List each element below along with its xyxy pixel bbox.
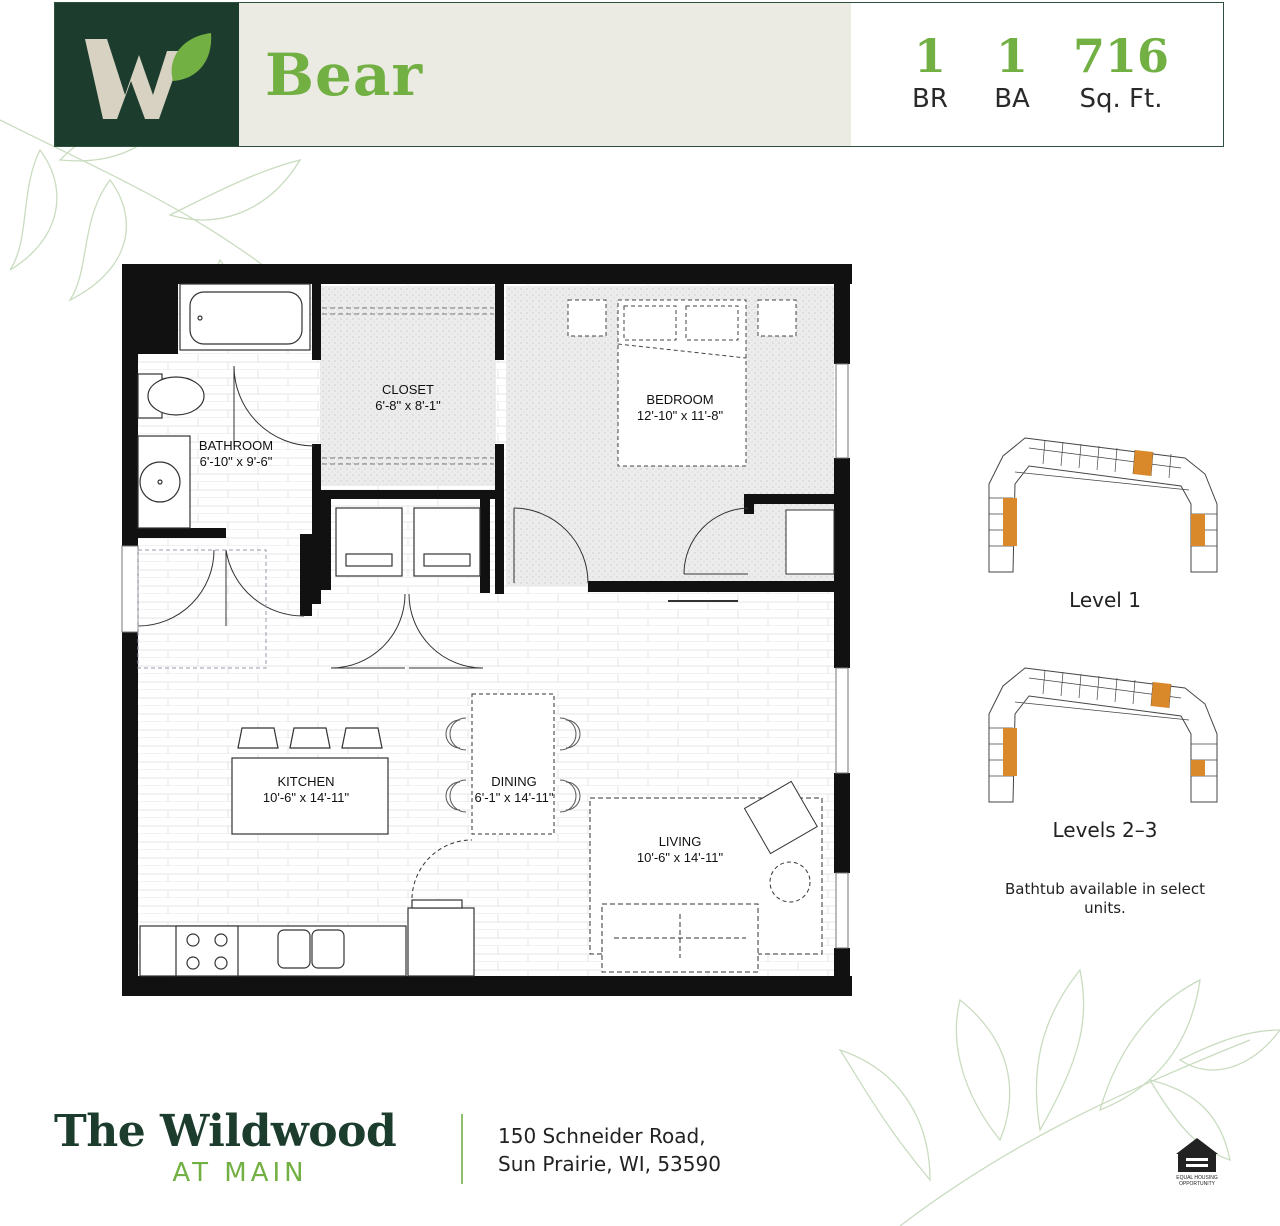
bedroom-count: 1 BR bbox=[895, 29, 965, 115]
kitchen-size: 10'-6" x 14'-11" bbox=[263, 790, 350, 805]
levels-2-3-keyplan bbox=[988, 667, 1218, 803]
square-footage: 716 Sq. Ft. bbox=[1071, 29, 1171, 115]
levels-2-3-label: Levels 2–3 bbox=[1052, 818, 1158, 842]
stat-label: BA bbox=[994, 84, 1030, 114]
stat-value: 1 bbox=[995, 29, 1028, 83]
bathroom-size: 6'-10" x 9'-6" bbox=[200, 454, 273, 469]
kitchen-counter bbox=[139, 899, 475, 977]
level-1-label: Level 1 bbox=[1069, 588, 1141, 612]
level-1-keyplan bbox=[988, 437, 1218, 573]
wildwood-logo-icon bbox=[85, 33, 212, 119]
stat-label: BR bbox=[912, 84, 948, 114]
equal-housing-opportunity-icon: EQUAL HOUSING OPPORTUNITY bbox=[1176, 1138, 1218, 1187]
closet-size: 6'-8" x 8'-1" bbox=[375, 398, 441, 413]
bedroom-size: 12'-10" x 11'-8" bbox=[637, 408, 724, 423]
brand-title: The Wildwood bbox=[54, 1106, 397, 1157]
washer-dryer bbox=[335, 507, 481, 577]
unit-name-panel: Bear bbox=[239, 3, 851, 146]
kitchen-island bbox=[231, 727, 389, 835]
header-bar: Bear 1 BR 1 BA 716 Sq. Ft. bbox=[54, 2, 1224, 147]
kitchen-label: KITCHEN bbox=[277, 774, 334, 789]
eho-line-2: OPPORTUNITY bbox=[1179, 1181, 1216, 1187]
footer-divider bbox=[461, 1114, 463, 1184]
living-label: LIVING bbox=[659, 834, 702, 849]
bed bbox=[567, 299, 797, 467]
stat-value: 716 bbox=[1072, 29, 1170, 83]
bathroom-count: 1 BA bbox=[977, 29, 1047, 115]
bathroom-fixtures bbox=[137, 283, 311, 529]
closet-floor bbox=[320, 286, 496, 486]
logo bbox=[55, 3, 239, 146]
bathtub-note: Bathtub available in select units. bbox=[1004, 880, 1206, 917]
stat-label: Sq. Ft. bbox=[1079, 84, 1163, 114]
dining-label: DINING bbox=[491, 774, 537, 789]
address-line-2: Sun Prairie, WI, 53590 bbox=[498, 1152, 721, 1176]
dining-table bbox=[471, 693, 555, 835]
unit-name: Bear bbox=[265, 41, 424, 109]
living-furniture bbox=[589, 780, 823, 973]
walls bbox=[122, 264, 852, 996]
brand-subtitle: AT MAIN bbox=[172, 1158, 308, 1188]
address-line-1: 150 Schneider Road, bbox=[498, 1124, 706, 1148]
bedroom-label: BEDROOM bbox=[646, 392, 713, 407]
address: 150 Schneider Road, Sun Prairie, WI, 535… bbox=[498, 1122, 721, 1178]
eho-line-1: EQUAL HOUSING bbox=[1176, 1175, 1218, 1181]
bathroom-label: BATHROOM bbox=[199, 438, 273, 453]
closet-label: CLOSET bbox=[382, 382, 434, 397]
dining-size: 6'-1" x 14'-11" bbox=[475, 790, 554, 805]
stat-value: 1 bbox=[913, 29, 946, 83]
floor-plan: CLOSET 6'-8" x 8'-1" BEDROOM 12'-10" x 1… bbox=[121, 264, 852, 996]
living-size: 10'-6" x 14'-11" bbox=[637, 850, 724, 865]
